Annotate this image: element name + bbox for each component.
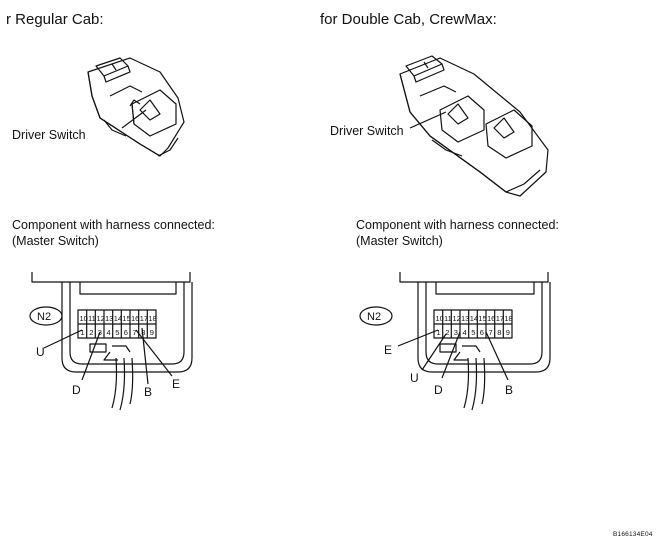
regular-component-caption: Component with harness connected: — [12, 218, 215, 232]
double-callout-e: E — [384, 343, 393, 357]
pin-label: 10 — [80, 314, 88, 323]
pin-label: 3 — [98, 328, 102, 337]
double-connector-id: N2 — [367, 311, 381, 323]
pin-label: 16 — [131, 314, 139, 323]
pin-label: 6 — [480, 328, 484, 337]
regular-cab-heading: r Regular Cab: — [6, 11, 104, 28]
regular-cab-switch-illustration — [87, 57, 185, 157]
double-callout-b: B — [505, 383, 514, 397]
pin-label: 1 — [81, 328, 85, 337]
regular-driver-switch-leader — [121, 109, 147, 129]
pin-label: 16 — [487, 314, 495, 323]
double-driver-switch-leader — [409, 111, 447, 129]
pin-label: 7 — [489, 328, 493, 337]
pin-label: 17 — [496, 314, 504, 323]
pin-label: 8 — [141, 328, 145, 337]
double-component-subcaption: (Master Switch) — [356, 234, 443, 248]
pin-label: 10 — [436, 314, 444, 323]
regular-callout-b: B — [144, 385, 153, 399]
pin-label: 14 — [470, 314, 478, 323]
pin-label: 7 — [133, 328, 137, 337]
double-connector-body — [359, 272, 551, 411]
pin-label: 15 — [478, 314, 486, 323]
double-driver-switch-label: Driver Switch — [330, 124, 404, 138]
pin-label: 11 — [444, 314, 452, 323]
pin-label: 2 — [89, 328, 93, 337]
pin-label: 13 — [105, 314, 113, 323]
double-callout-u: U — [410, 371, 419, 385]
pin-label: 8 — [497, 328, 501, 337]
pin-label: 13 — [461, 314, 469, 323]
pin-label: 12 — [453, 314, 461, 323]
pin-label: 2 — [445, 328, 449, 337]
regular-connector-id: N2 — [37, 311, 51, 323]
double-pin-numbers: 10 11 12 13 14 15 16 17 18 1 2 3 4 5 6 7… — [436, 314, 513, 337]
pin-label: 4 — [463, 328, 467, 337]
pin-label: 12 — [97, 314, 105, 323]
double-callout-d: D — [434, 383, 443, 397]
pin-label: 18 — [148, 314, 156, 323]
pin-label: 6 — [124, 328, 128, 337]
regular-driver-switch-label: Driver Switch — [12, 128, 86, 142]
double-component-caption: Component with harness connected: — [356, 218, 559, 232]
pin-label: 5 — [471, 328, 475, 337]
pin-label: 9 — [150, 328, 154, 337]
pin-label: 1 — [437, 328, 441, 337]
regular-callout-u: U — [36, 345, 45, 359]
double-cab-switch-illustration — [399, 55, 549, 197]
regular-component-subcaption: (Master Switch) — [12, 234, 99, 248]
pin-label: 14 — [114, 314, 122, 323]
double-cab-heading: for Double Cab, CrewMax: — [320, 11, 497, 28]
pin-label: 18 — [504, 314, 512, 323]
pin-label: 4 — [107, 328, 111, 337]
figure-code: B166134E04 — [613, 531, 653, 538]
regular-pin-numbers: 10 11 12 13 14 15 16 17 18 1 2 3 4 5 6 7… — [80, 314, 157, 337]
regular-callout-e: E — [172, 377, 181, 391]
regular-connector-body — [29, 272, 193, 411]
pin-label: 11 — [88, 314, 96, 323]
pin-label: 15 — [122, 314, 130, 323]
regular-callout-d: D — [72, 383, 81, 397]
pin-label: 17 — [140, 314, 148, 323]
pin-label: 5 — [115, 328, 119, 337]
pin-label: 3 — [454, 328, 458, 337]
pin-label: 9 — [506, 328, 510, 337]
